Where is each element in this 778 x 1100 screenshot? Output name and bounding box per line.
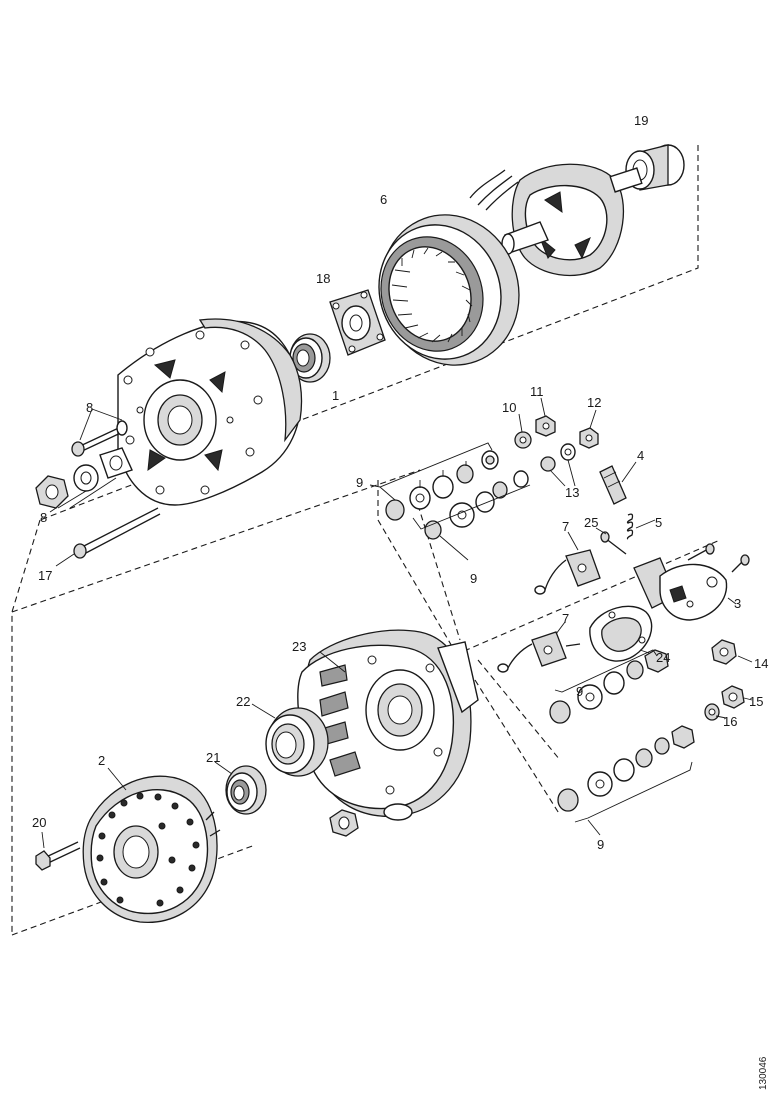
label-21: 21 (206, 750, 220, 765)
part-drive-end-housing (117, 318, 303, 506)
label-8-bottom: 8 (40, 510, 47, 525)
part-3-regulator (633, 543, 750, 621)
part-6-stator (378, 214, 520, 366)
label-4: 4 (637, 448, 644, 463)
label-24: 24 (656, 650, 670, 665)
label-3: 3 (734, 596, 741, 611)
label-12: 12 (587, 395, 601, 410)
parts-10-13-nuts (514, 397, 599, 487)
label-15: 15 (749, 694, 763, 709)
label-19: 19 (634, 113, 648, 128)
label-5: 5 (655, 515, 662, 530)
part-20-bolt (35, 831, 81, 871)
label-1: 1 (332, 388, 339, 403)
label-22: 22 (236, 694, 250, 709)
parts-14-16-nuts (704, 639, 753, 721)
label-9-middle: 9 (470, 571, 477, 586)
part-9-upper-washer-group (369, 442, 531, 561)
part-8-fasteners (35, 408, 133, 513)
label-17: 17 (38, 568, 52, 583)
part-7-upper-diode-lead (534, 531, 601, 595)
part-23-slip-ring-housing (297, 629, 479, 821)
part-5-brush-spring (626, 513, 656, 540)
part-17-through-bolt (55, 507, 161, 567)
label-9-upper: 9 (356, 475, 363, 490)
label-16: 16 (723, 714, 737, 729)
label-14: 14 (754, 656, 768, 671)
part-9-lower-washer-groups (549, 649, 695, 836)
reference-code: 130046 (758, 1056, 769, 1090)
label-2: 2 (98, 753, 105, 768)
label-20: 20 (32, 815, 46, 830)
part-1-ball-bearing (289, 333, 331, 383)
label-7-lower: 7 (562, 611, 569, 626)
part-2-rectifier-plate (82, 767, 221, 924)
label-10: 10 (502, 400, 516, 415)
label-9-bottom: 9 (597, 837, 604, 852)
label-25: 25 (584, 515, 598, 530)
label-6: 6 (380, 192, 387, 207)
part-25-screw (595, 527, 627, 555)
label-8-top: 8 (86, 400, 93, 415)
part-21-bearing (214, 761, 267, 815)
label-13: 13 (565, 485, 579, 500)
part-22-seal-ring (251, 703, 329, 777)
label-11: 11 (530, 384, 544, 399)
label-9-right: 9 (576, 684, 583, 699)
part-18-retaining-plate (329, 289, 386, 356)
label-7-upper: 7 (562, 519, 569, 534)
part-housing-nut (329, 809, 359, 837)
callout-labels: 19 6 18 1 8 8 17 10 11 12 4 9 13 5 25 7 … (32, 113, 768, 852)
part-4-brush (599, 461, 637, 505)
part-7-lower-diode-lead (497, 621, 581, 673)
part-rotor-shaft (469, 163, 643, 277)
part-24-gasket (589, 605, 653, 662)
label-18: 18 (316, 271, 330, 286)
label-23: 23 (292, 639, 306, 654)
